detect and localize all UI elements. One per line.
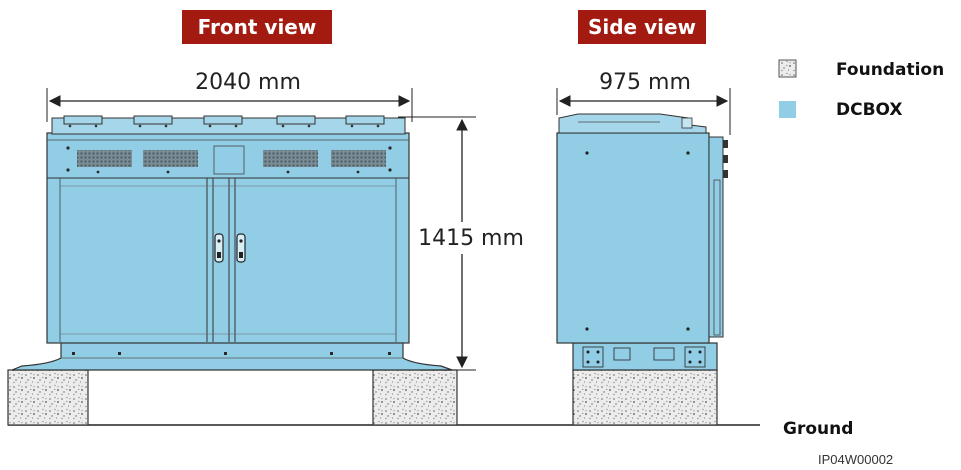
side-view-title-badge: Side view: [578, 10, 706, 44]
front-cabinet-body: [46, 132, 410, 344]
front-view-title-badge: Front view: [182, 10, 332, 44]
side-foundation: [572, 369, 718, 426]
side-view-title: Side view: [588, 15, 696, 39]
foundation-legend-swatch: [778, 59, 797, 78]
dcbox-legend-swatch: [779, 101, 796, 118]
figure-code: IP04W00002: [818, 452, 893, 467]
front-right-foundation: [372, 369, 458, 426]
front-width-label: 2040 mm: [195, 70, 301, 95]
foundation-legend-label: Foundation: [836, 60, 944, 80]
ground-label: Ground: [783, 419, 853, 439]
front-vent-4: [331, 150, 386, 167]
front-height-label: 1415 mm: [418, 226, 524, 251]
side-right-panel: [708, 136, 724, 338]
front-view-title: Front view: [198, 15, 317, 39]
front-vent-2: [143, 150, 198, 167]
front-door-handles: [214, 233, 246, 263]
front-view: 2040 mm 1415 mm: [7, 70, 530, 426]
side-cabinet-body: [556, 132, 710, 344]
front-base-plinth: [11, 341, 453, 371]
dcbox-legend-label: DCBOX: [836, 100, 903, 120]
front-vent-1: [77, 150, 132, 167]
front-left-foundation: [7, 369, 89, 426]
legend: Foundation DCBOX: [778, 59, 944, 120]
side-view: 975 mm: [556, 70, 731, 426]
front-vent-3: [263, 150, 318, 167]
side-depth-label: 975 mm: [599, 70, 691, 95]
